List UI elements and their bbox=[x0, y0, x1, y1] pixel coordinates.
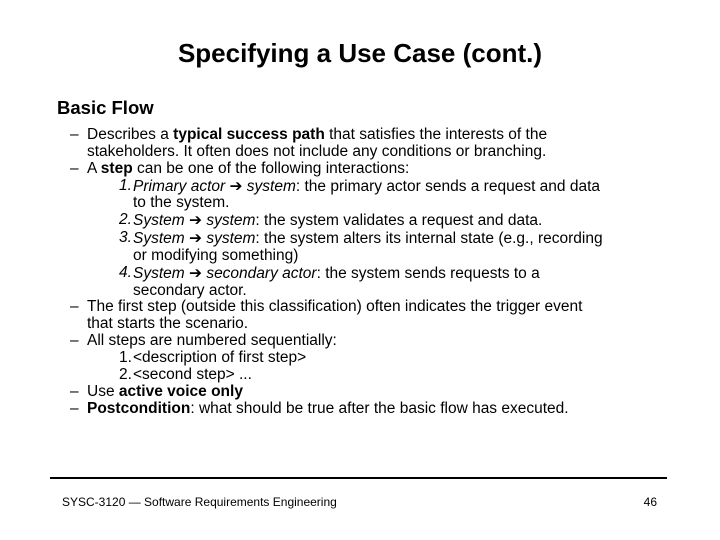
text-run: : what should be true after the basic fl… bbox=[190, 399, 569, 417]
bullet-dash-marker: – bbox=[70, 159, 79, 177]
footer-divider bbox=[50, 477, 667, 479]
text-line: that starts the scenario. bbox=[87, 315, 670, 333]
item-number: 3. bbox=[119, 229, 132, 247]
text-run: system bbox=[206, 230, 256, 248]
text-line: stakeholders. It often does not include … bbox=[87, 142, 670, 161]
item-number: 1. bbox=[119, 348, 132, 366]
bullet-item: –The first step (outside this classifica… bbox=[70, 299, 670, 333]
text-run: system bbox=[246, 177, 296, 195]
text-line: Use active voice only bbox=[87, 382, 670, 401]
numbered-item: 2.System ➔ system: the system validates … bbox=[119, 211, 670, 230]
text-run: : the primary actor sends a request and … bbox=[295, 177, 601, 195]
text-line: <second step> ... bbox=[133, 365, 670, 384]
bullet-item: –Describes a typical success path that s… bbox=[70, 126, 670, 161]
text-run: Primary actor bbox=[133, 177, 226, 195]
numbered-item: 3.System ➔ system: the system alters its… bbox=[119, 229, 670, 265]
footer-page-number: 46 bbox=[643, 495, 657, 509]
item-number: 2. bbox=[119, 365, 132, 383]
right-arrow-icon: ➔ bbox=[229, 176, 243, 195]
text-run: Postcondition bbox=[87, 399, 191, 417]
text-run: The first step (outside this classificat… bbox=[87, 298, 583, 316]
text-run: All steps are numbered sequentially: bbox=[87, 332, 337, 350]
text-line: All steps are numbered sequentially: bbox=[87, 332, 670, 350]
bullet-dash-marker: – bbox=[70, 399, 79, 417]
text-line: Primary actor ➔ system: the primary acto… bbox=[133, 176, 670, 196]
text-run: or modifying something) bbox=[133, 246, 299, 264]
item-number: 2. bbox=[119, 211, 132, 229]
slide-title: Specifying a Use Case (cont.) bbox=[177, 38, 543, 68]
bullet-dash-marker: – bbox=[70, 382, 79, 400]
right-arrow-icon: ➔ bbox=[189, 229, 202, 248]
text-line: System ➔ system: the system validates a … bbox=[133, 212, 670, 230]
text-run: Describes a bbox=[87, 126, 174, 143]
text-run: that starts the scenario. bbox=[87, 315, 249, 333]
footer-course-label: SYSC-3120 — Software Requirements Engine… bbox=[62, 495, 337, 509]
bullet-item: –A step can be one of the following inte… bbox=[70, 159, 670, 178]
text-run: step bbox=[100, 159, 133, 177]
text-line: secondary actor. bbox=[133, 281, 670, 300]
bullet-dash-marker: – bbox=[70, 332, 79, 350]
text-run: System bbox=[133, 264, 185, 282]
text-run: : the system validates a request and dat… bbox=[255, 212, 543, 230]
text-line: Postcondition: what should be true after… bbox=[87, 399, 670, 418]
text-run: to the system. bbox=[133, 194, 230, 212]
text-run: A bbox=[87, 159, 101, 177]
text-line: or modifying something) bbox=[133, 246, 670, 265]
item-number: 4. bbox=[119, 263, 132, 281]
slide-body: –Describes a typical success path that s… bbox=[70, 126, 670, 418]
bullet-dash-marker: – bbox=[70, 126, 79, 143]
text-run: that satisfies the interests of the bbox=[324, 126, 548, 143]
text-run: <description of first step> bbox=[133, 348, 307, 366]
bullet-item: –All steps are numbered sequentially: bbox=[70, 332, 670, 350]
numbered-item: 1.<description of first step> bbox=[119, 348, 670, 367]
text-line: to the system. bbox=[133, 194, 670, 212]
text-line: System ➔ system: the system alters its i… bbox=[133, 230, 670, 248]
text-run: secondary actor bbox=[206, 264, 317, 282]
text-run: <second step> ... bbox=[133, 365, 252, 383]
text-run: secondary actor. bbox=[133, 281, 247, 299]
text-line: <description of first step> bbox=[133, 348, 670, 367]
text-run: system bbox=[206, 212, 256, 230]
text-run: System bbox=[133, 212, 185, 230]
text-run: can be one of the following interactions… bbox=[132, 159, 410, 177]
numbered-item: 1.Primary actor ➔ system: the primary ac… bbox=[119, 176, 670, 213]
text-line: System ➔ secondary actor: the system sen… bbox=[133, 263, 670, 283]
text-run: : the system sends requests to a bbox=[316, 264, 540, 282]
right-arrow-icon: ➔ bbox=[189, 263, 202, 282]
bullet-dash-marker: – bbox=[70, 298, 79, 316]
right-arrow-icon: ➔ bbox=[189, 211, 202, 230]
text-line: A step can be one of the following inter… bbox=[87, 159, 670, 178]
text-run: : the system alters its internal state (… bbox=[255, 230, 603, 248]
bullet-item: –Use active voice only bbox=[70, 382, 670, 401]
section-heading: Basic Flow bbox=[57, 97, 154, 118]
text-line: Describes a typical success path that sa… bbox=[87, 126, 670, 144]
bullet-item: –Postcondition: what should be true afte… bbox=[70, 399, 670, 418]
numbered-item: 2.<second step> ... bbox=[119, 365, 670, 384]
text-run: typical success path bbox=[173, 126, 325, 143]
text-run: Use bbox=[87, 382, 119, 400]
numbered-item: 4.System ➔ secondary actor: the system s… bbox=[119, 263, 670, 300]
item-number: 1. bbox=[119, 176, 132, 194]
text-run: stakeholders. It often does not include … bbox=[87, 142, 547, 160]
text-run: System bbox=[133, 230, 185, 248]
text-run: active voice only bbox=[118, 382, 243, 400]
text-line: The first step (outside this classificat… bbox=[87, 299, 670, 316]
